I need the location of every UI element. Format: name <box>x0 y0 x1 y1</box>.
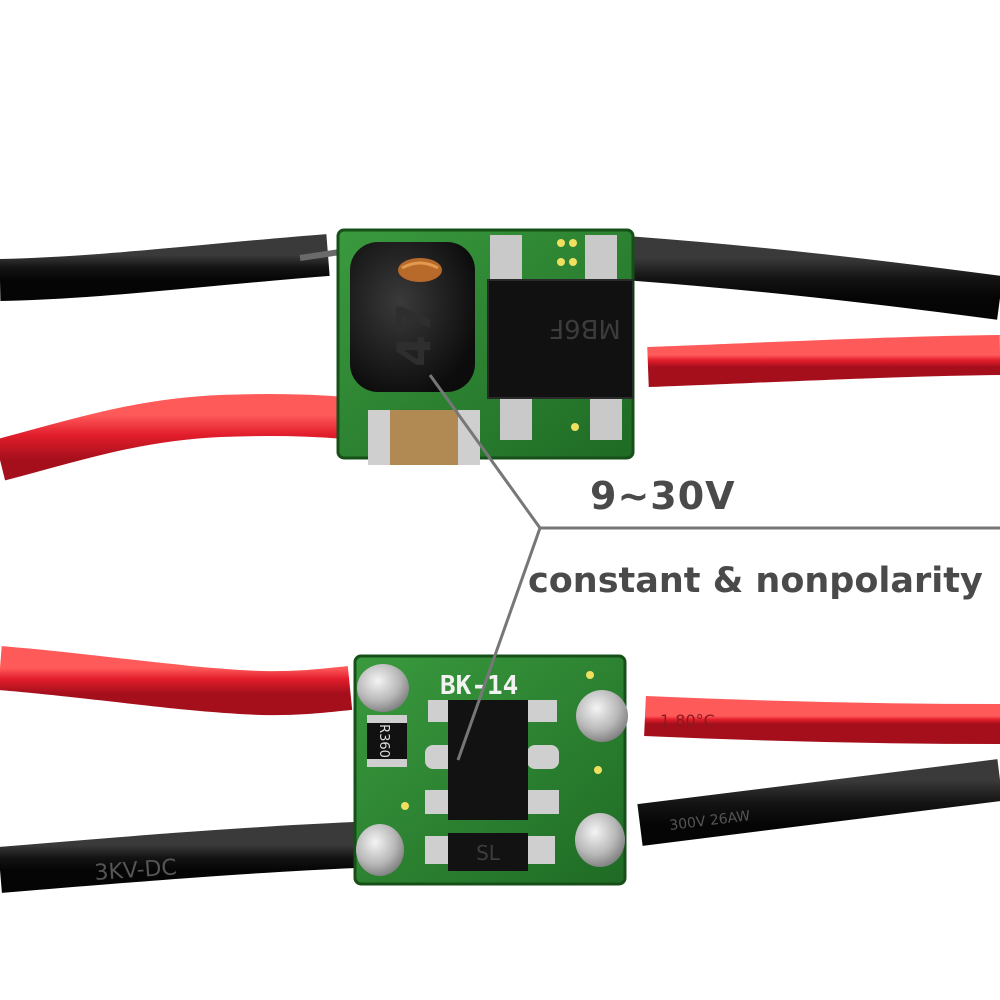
svg-text:47: 47 <box>387 303 441 367</box>
bridge-rectifier: MB6F <box>487 279 634 399</box>
solder-joints <box>356 664 628 876</box>
callout-line <box>428 374 1000 761</box>
svg-text:1 80°C: 1 80°C <box>660 711 715 730</box>
lower-left-red-wire <box>0 646 353 716</box>
voltage-range-label: 9~30V <box>590 474 736 518</box>
lower-right-black-wire <box>637 759 1000 846</box>
svg-text:SL: SL <box>476 841 501 865</box>
capacitor <box>368 410 480 465</box>
upper-left-black-wire <box>0 234 341 301</box>
svg-text:3KV-DC: 3KV-DC <box>94 855 178 886</box>
driver-ic <box>448 700 528 820</box>
upper-right-black-wire <box>623 236 1000 320</box>
lower-right-red-wire <box>644 696 1000 744</box>
feature-label: constant & nonpolarity <box>528 561 983 601</box>
upper-left-red-wire <box>0 393 347 481</box>
upper-right-red-wire <box>647 335 1000 387</box>
sense-resistor: R360 <box>367 715 407 767</box>
svg-text:R360: R360 <box>376 724 391 758</box>
inductor: 47 <box>350 242 475 392</box>
schottky-diode: SL <box>448 833 528 871</box>
lower-left-black-wire <box>0 822 357 893</box>
svg-text:MB6F: MB6F <box>549 313 621 343</box>
